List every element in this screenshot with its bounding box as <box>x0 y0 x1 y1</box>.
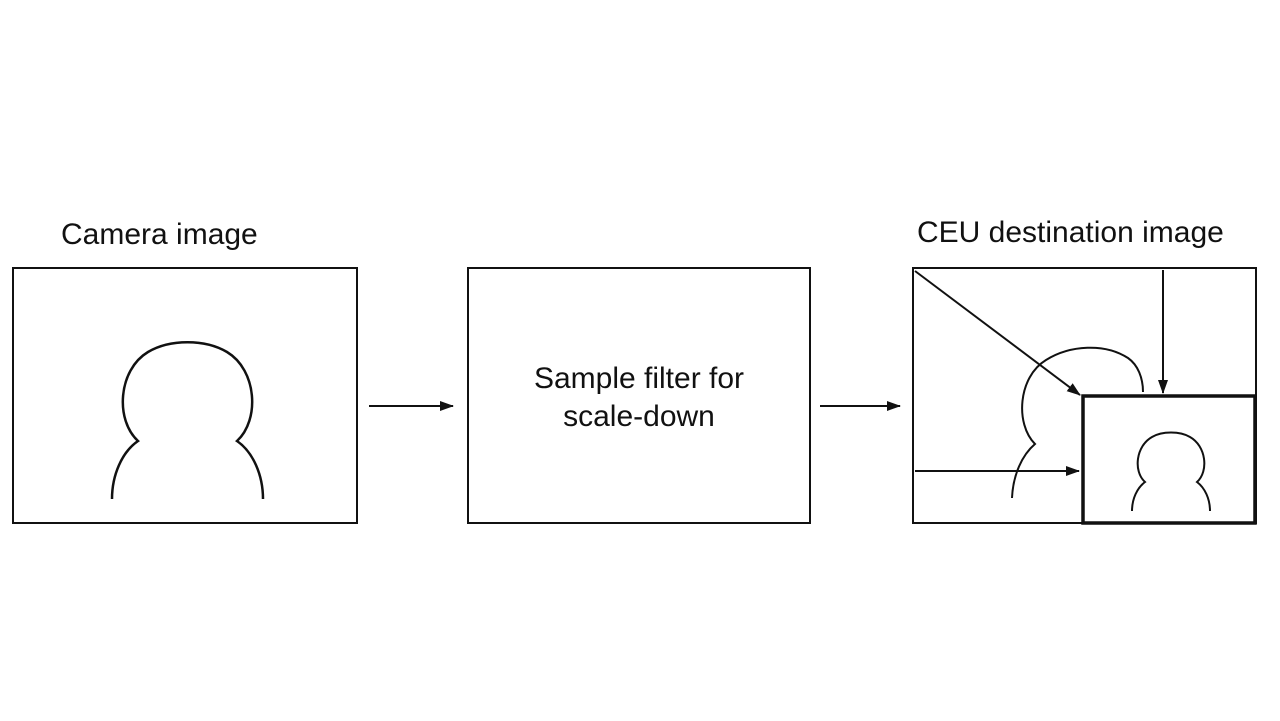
filter-label-line1: Sample filter for <box>533 362 745 395</box>
camera-image-label: Camera image <box>61 218 258 251</box>
person-silhouette-icon <box>110 341 265 500</box>
scaled-output-box <box>1081 394 1257 525</box>
sample-filter-label: Sample filter for scale-down <box>468 360 810 436</box>
destination-image-label: CEU destination image <box>917 216 1224 249</box>
sample-filter-box <box>467 267 811 524</box>
original-silhouette-outline <box>1011 346 1144 499</box>
filter-label-line2: scale-down <box>563 400 715 433</box>
scaled-person-silhouette-icon <box>1131 431 1211 512</box>
camera-image-frame <box>12 267 358 524</box>
arrow-diagonal-corner <box>914 270 1081 396</box>
